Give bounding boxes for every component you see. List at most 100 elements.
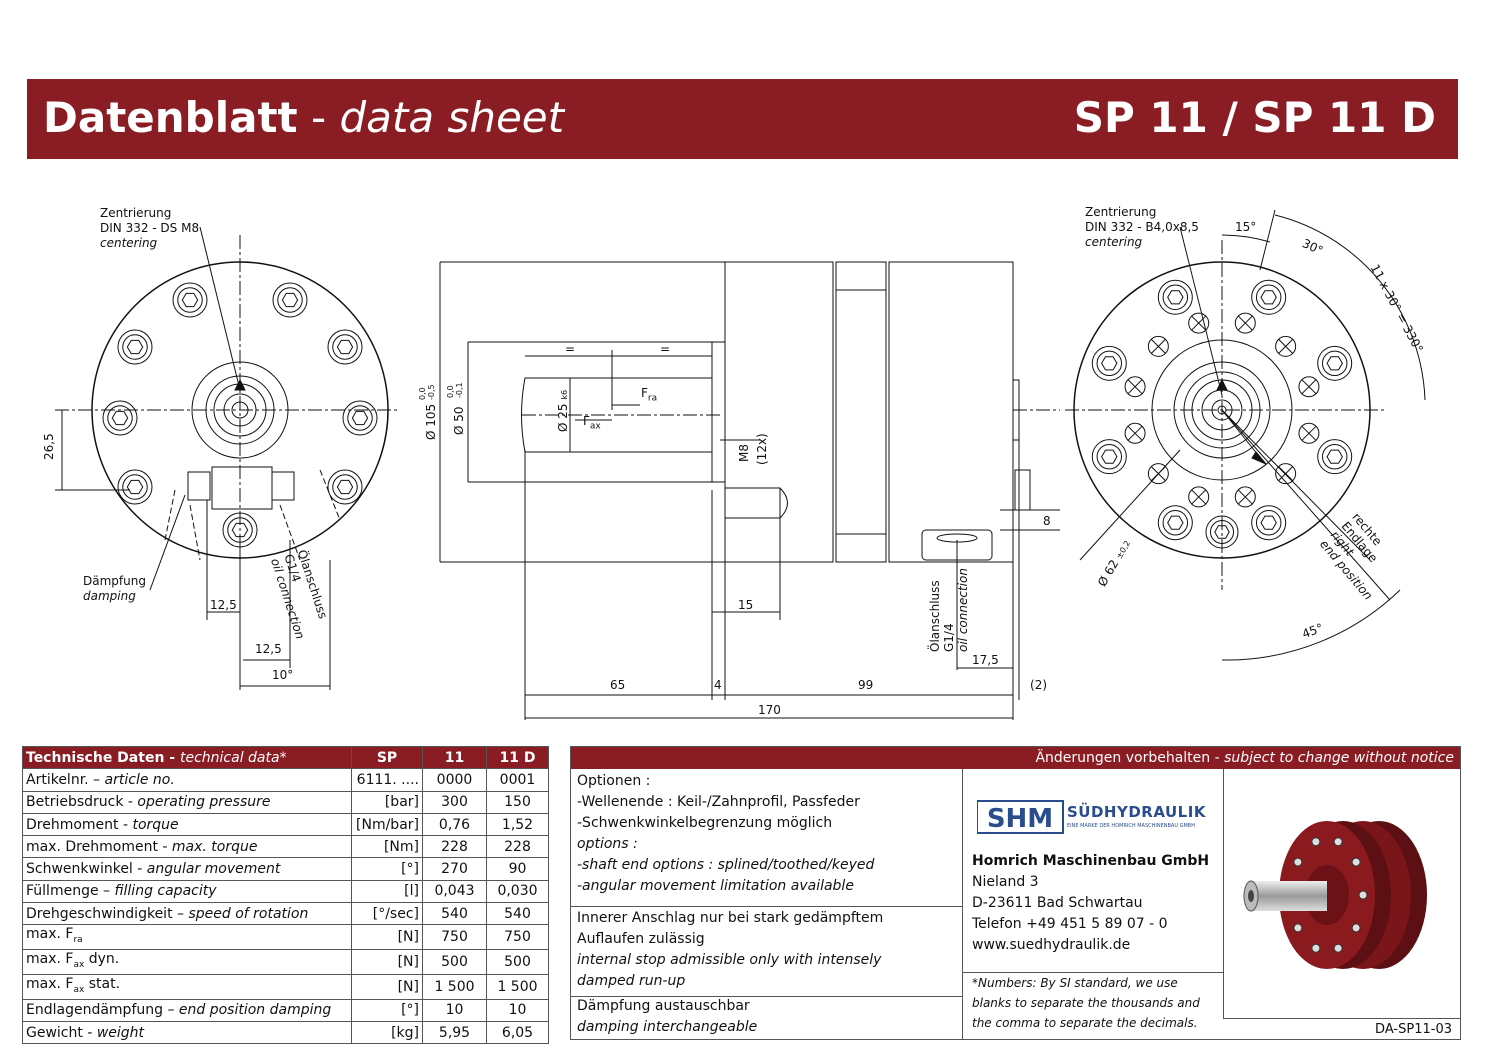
force-f-ra: Fra (641, 386, 658, 404)
tol-50: 0,0-0,1 (446, 382, 464, 398)
dim-12-5-a: 12,5 (210, 598, 237, 612)
value-11-cell: 300 (422, 790, 487, 814)
value-11d-cell: 6,05 (486, 1021, 549, 1045)
value-11-cell: 0,76 (422, 812, 487, 837)
divider-h4 (1223, 1018, 1460, 1019)
value-11-cell: 1 500 (422, 973, 487, 1000)
svg-text:SHM: SHM (987, 804, 1053, 834)
unit-cell: [bar] (351, 790, 423, 814)
thread-m8-count: (12x) (755, 433, 769, 465)
table-header: Technische Daten - technical data* SP 11… (22, 745, 549, 770)
value-11d-cell: 10 (486, 998, 549, 1023)
product-image (1243, 821, 1427, 969)
divider-v2 (1223, 769, 1224, 1019)
col-param: Technische Daten - technical data* (22, 745, 352, 770)
value-11d-cell: 150 (486, 790, 549, 814)
dim-2: (2) (1030, 678, 1048, 692)
param-cell: Drehgeschwindigkeit – speed of rotation (22, 902, 352, 926)
dim-8: 8 (1043, 514, 1051, 528)
value-11-cell: 228 (422, 835, 487, 859)
logo-brand: SÜDHYDRAULIK (1067, 803, 1206, 821)
angle-15: 15° (1235, 220, 1257, 234)
dim-dia-50: Ø 50 (452, 406, 466, 435)
dim-17-5: 17,5 (972, 653, 999, 667)
company-logo: SHM SÜDHYDRAULIK EINE MARKE DER HOMRICH … (976, 797, 1217, 841)
unit-cell: [Nm/bar] (351, 812, 423, 837)
col-11d: 11 D (486, 745, 549, 770)
param-cell: max. Fax stat. (22, 973, 352, 1000)
param-cell: Betriebsdruck - operating pressure (22, 790, 352, 814)
company-address: Homrich Maschinenbau GmbH Nieland 3 D-23… (972, 853, 1210, 953)
value-11d-cell: 540 (486, 902, 549, 926)
value-11d-cell: 228 (486, 835, 549, 859)
value-11-cell: 540 (422, 902, 487, 926)
param-cell: Endlagendämpfung – end position damping (22, 998, 352, 1023)
unit-cell: [kg] (351, 1021, 423, 1045)
damping-block: Dämpfung austauschbar damping interchang… (577, 998, 758, 1035)
options-block: Optionen : -Wellenende : Keil-/Zahnprofi… (577, 773, 875, 894)
dim-65: 65 (610, 678, 626, 692)
divider-h2 (571, 996, 962, 997)
internal-stop-block: Innerer Anschlag nur bei stark gedämpfte… (577, 910, 884, 989)
dim-99: 99 (858, 678, 874, 692)
right-end-view (1065, 209, 1426, 661)
unit-cell: [°] (351, 998, 423, 1023)
left-centering-label: Zentrierung DIN 332 - DS M8 centering (100, 206, 200, 250)
title-banner: Datenblatt - data sheet SP 11 / SP 11 D (27, 79, 1458, 159)
unit-cell: [°] (351, 857, 423, 881)
dim-equal-1: = (565, 342, 576, 356)
param-cell: Artikelnr. – article no. (22, 768, 352, 792)
left-end-view (55, 226, 400, 690)
param-cell: max. Fax dyn. (22, 949, 352, 975)
value-11d-cell: 90 (486, 857, 549, 881)
unit-cell: [°/sec] (351, 902, 423, 926)
value-11-cell: 5,95 (422, 1021, 487, 1045)
divider-h1 (571, 906, 962, 907)
side-view (439, 261, 1060, 720)
thread-m8: M8 (737, 444, 751, 462)
side-oil-label: Ölanschluss G1/4 oil connection (928, 568, 970, 652)
document-id: DA-SP11-03 (1375, 1022, 1452, 1037)
divider-v1 (962, 769, 963, 1040)
dim-equal-2: = (660, 342, 671, 356)
unit-cell: [N] (351, 949, 423, 975)
table-row: Betriebsdruck - operating pressure[bar]3… (22, 790, 549, 814)
tol-105: 0,0-0,5 (418, 384, 436, 400)
left-damping-label: Dämpfung damping (83, 574, 146, 603)
col-unit: SP (351, 745, 423, 770)
unit-cell: 6111. .... (351, 768, 423, 792)
param-cell: max. Drehmoment - max. torque (22, 835, 352, 859)
value-11-cell: 270 (422, 857, 487, 881)
value-11-cell: 750 (422, 924, 487, 951)
value-11-cell: 0000 (422, 768, 487, 792)
value-11d-cell: 750 (486, 924, 549, 951)
value-11d-cell: 1 500 (486, 973, 549, 1000)
info-panel: Änderungen vorbehalten - subject to chan… (570, 746, 1461, 1040)
divider-h3 (962, 972, 1223, 973)
unit-cell: [l] (351, 879, 423, 904)
dim-15: 15 (738, 598, 754, 612)
table-row: Drehgeschwindigkeit – speed of rotation[… (22, 902, 549, 926)
param-cell: Drehmoment - torque (22, 812, 352, 837)
page-title: Datenblatt - data sheet (43, 93, 565, 142)
dim-170: 170 (758, 703, 781, 717)
unit-cell: [N] (351, 973, 423, 1000)
unit-cell: [Nm] (351, 835, 423, 859)
param-cell: max. Fra (22, 924, 352, 951)
dim-dia-105: Ø 105 (424, 403, 438, 440)
value-11d-cell: 0001 (486, 768, 549, 792)
dim-26-5: 26,5 (42, 433, 56, 460)
value-11d-cell: 0,030 (486, 879, 549, 904)
value-11-cell: 10 (422, 998, 487, 1023)
param-cell: Schwenkwinkel - angular movement (22, 857, 352, 881)
param-cell: Gewicht - weight (22, 1021, 352, 1045)
unit-cell: [N] (351, 924, 423, 951)
change-notice: Änderungen vorbehalten - subject to chan… (571, 747, 1460, 769)
